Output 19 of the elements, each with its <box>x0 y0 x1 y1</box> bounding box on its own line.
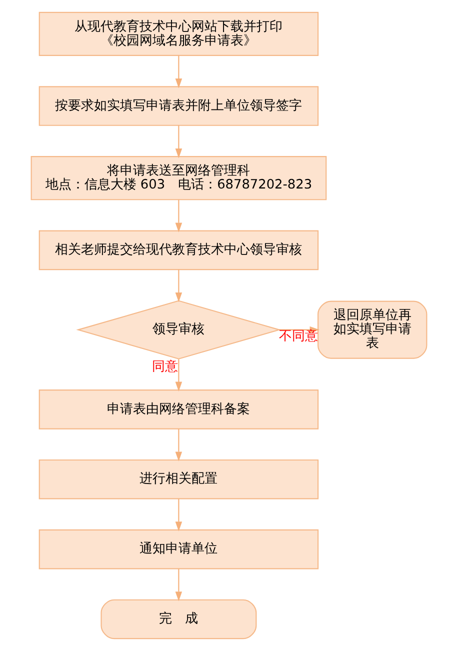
arrow <box>175 200 182 232</box>
node-box: 将申请表送至网络管理科 地点：信息大楼 603 电话：68787202-823 <box>30 156 327 200</box>
node-box: 申请表由网络管理科备案 <box>38 390 319 430</box>
node-box: 退回原单位再如实填写申请表 <box>318 300 428 359</box>
arrow <box>175 429 182 462</box>
arrow <box>175 568 182 602</box>
node-box: 进行相关配置 <box>38 459 319 500</box>
arrow <box>175 270 182 302</box>
node-box: 通知申请单位 <box>38 529 319 570</box>
node-box: 完 成 <box>100 599 257 640</box>
arrow <box>175 56 182 88</box>
arrow <box>175 125 182 158</box>
arrow <box>175 359 182 392</box>
node-box: 相关老师提交给现代教育技术中心领导审核 <box>38 230 319 270</box>
edge-label: 不同意 <box>279 329 318 344</box>
node-box: 按要求如实填写申请表并附上单位领导签字 <box>38 86 319 126</box>
node-box: 从现代教育技术中心网站下载并打印《校园网域名服务申请表》 <box>38 12 319 56</box>
edge-label: 同意 <box>152 360 178 375</box>
arrow <box>175 498 182 532</box>
